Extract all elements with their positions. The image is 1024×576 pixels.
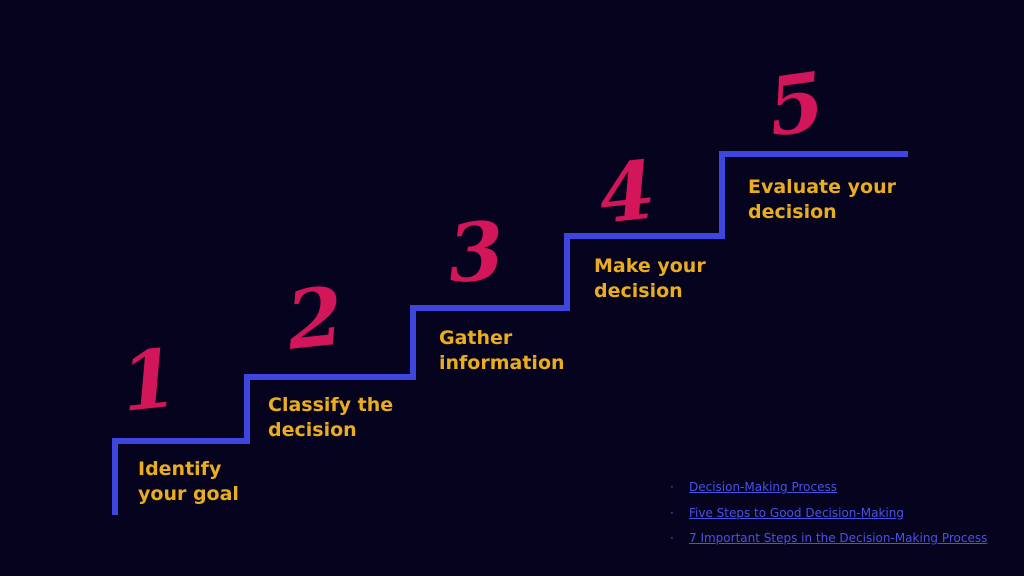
step-3-label-line-2: information [439, 352, 565, 374]
step-2-label-line-2: decision [268, 419, 357, 441]
staircase-line [112, 151, 908, 515]
step-4-number: 4 [594, 143, 659, 242]
step-1-label-line-2: your goal [138, 483, 239, 505]
bullet-icon: · [670, 531, 674, 545]
step-4-label-line-1: Make your [594, 255, 706, 277]
step-2-number: 2 [281, 269, 347, 368]
link-seven-steps[interactable]: 7 Important Steps in the Decision-Making… [689, 531, 988, 545]
link-five-steps[interactable]: Five Steps to Good Decision-Making [689, 505, 904, 520]
list-item: · Decision-Making Process [670, 478, 987, 504]
step-5-label: Evaluate your decision [748, 175, 896, 225]
step-5-number: 5 [762, 54, 830, 155]
step-5-label-line-1: Evaluate your [748, 176, 896, 198]
step-5-label-line-2: decision [748, 201, 837, 223]
step-3-label: Gather information [439, 326, 565, 376]
step-1-number: 1 [116, 331, 181, 430]
step-3-number: 3 [445, 203, 507, 301]
step-4-label-line-2: decision [594, 280, 683, 302]
list-item: · 7 Important Steps in the Decision-Maki… [670, 529, 987, 555]
step-3-label-line-1: Gather [439, 327, 513, 349]
link-decision-making-process[interactable]: Decision-Making Process [689, 480, 837, 494]
bullet-icon: · [670, 480, 674, 494]
bullet-icon: · [670, 505, 674, 520]
reference-links-list: · Decision-Making Process · Five Steps t… [670, 478, 987, 555]
step-2-label-line-1: Classify the [268, 394, 394, 416]
step-2-label: Classify the decision [268, 393, 393, 443]
step-1-label-line-1: Identify [138, 458, 222, 480]
step-1-label: Identify your goal [138, 457, 239, 507]
list-item: · Five Steps to Good Decision-Making [670, 504, 987, 530]
step-4-label: Make your decision [594, 254, 706, 304]
